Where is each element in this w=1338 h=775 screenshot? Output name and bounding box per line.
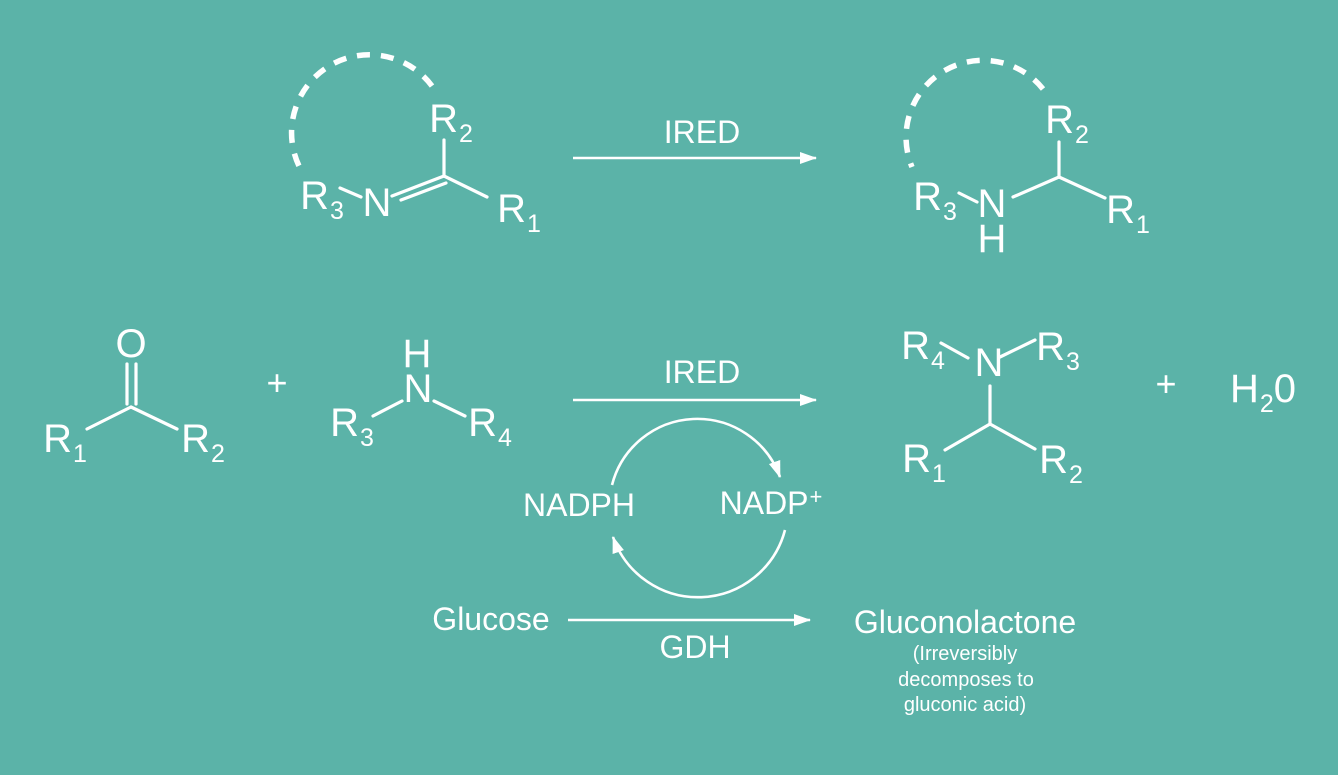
r-base: R — [1045, 98, 1074, 142]
imine-double-bond-inner — [399, 181, 448, 202]
cofactor-cycle-arcs — [610, 417, 787, 599]
product2-r1-label: R1 — [902, 437, 946, 487]
ketone-structure — [85, 362, 179, 431]
water-o: 0 — [1273, 367, 1297, 411]
substrate-r1-label: R1 — [497, 187, 541, 237]
gluconolactone-note-line1: (Irreversibly — [912, 643, 1018, 666]
nadp-to-nadph-arc — [611, 529, 787, 599]
r-subscript: 3 — [942, 198, 957, 226]
r-subscript: 1 — [1135, 211, 1150, 239]
imine-double-bond-outer — [390, 174, 446, 198]
c-r1-bond — [1057, 175, 1107, 200]
r-base: R — [181, 417, 210, 461]
mid-enzyme-label: IRED — [663, 354, 741, 390]
r-subscript: 1 — [72, 440, 87, 468]
plus-sign: + — [1155, 363, 1177, 404]
n-r4-bond — [432, 399, 467, 418]
top-enzyme-label: IRED — [663, 114, 741, 150]
ketone-o-label: O — [115, 322, 147, 366]
amine-r4-label: R4 — [468, 401, 512, 451]
nadp-base: NADP — [719, 485, 809, 521]
product2-r4-label: R4 — [901, 324, 945, 374]
c-r1-bond — [85, 405, 133, 431]
product2-r2-label: R2 — [1039, 438, 1083, 488]
ketone-r1-label: R1 — [43, 417, 87, 467]
gluconolactone-label: Gluconolactone — [853, 604, 1077, 640]
c-r1-bond — [943, 422, 992, 452]
ring-dashed-arc — [903, 57, 1046, 169]
r-base: R — [1036, 325, 1065, 369]
n-r3-bond — [338, 186, 363, 199]
product-n-label: N — [977, 182, 1007, 226]
amine-structure — [371, 399, 467, 418]
r-subscript: 1 — [931, 460, 946, 488]
r-base: R — [1039, 438, 1068, 482]
nadph-to-nadp-arc — [610, 417, 782, 486]
nadph-label: NADPH — [522, 487, 636, 523]
c-r2-bond — [129, 405, 179, 431]
water-subscript: 2 — [1259, 390, 1274, 418]
n-r3-bond — [371, 399, 404, 418]
r-base: R — [468, 401, 497, 445]
r-base: R — [901, 324, 930, 368]
r-base: R — [1106, 188, 1135, 232]
ketone-r2-label: R2 — [181, 417, 225, 467]
product-r3-label: R3 — [913, 175, 957, 225]
glucose-label: Glucose — [432, 601, 550, 637]
r-base: R — [330, 401, 359, 445]
product2-n-label: N — [974, 341, 1004, 385]
r-subscript: 3 — [359, 424, 374, 452]
r-subscript: 2 — [1074, 121, 1089, 149]
water-label: H20 — [1229, 367, 1297, 417]
n-r3-bond — [957, 191, 979, 204]
cyclic-amine-product — [903, 57, 1107, 204]
nadp-superscript-plus: + — [809, 484, 823, 509]
r-base: R — [429, 97, 458, 141]
water-h: H — [1229, 367, 1259, 411]
c-r2-bond — [988, 422, 1037, 451]
r-base: R — [43, 417, 72, 461]
gluconolactone-note-line3: gluconic acid) — [903, 694, 1027, 717]
amine-h-label: H — [402, 332, 432, 376]
tertiary-amine-product — [939, 338, 1037, 452]
plus-sign: + — [266, 362, 288, 403]
r-subscript: 3 — [1065, 348, 1080, 376]
n-r3-bond — [998, 338, 1037, 359]
r-subscript: 1 — [526, 210, 541, 238]
r-subscript: 2 — [210, 440, 225, 468]
substrate-r3-label: R3 — [300, 174, 344, 224]
r4-n-bond — [939, 341, 970, 360]
r-subscript: 2 — [1068, 461, 1083, 489]
r-subscript: 2 — [458, 120, 473, 148]
nadp-label: NADP+ — [719, 484, 823, 521]
r-base: R — [300, 174, 329, 218]
r-subscript: 4 — [930, 347, 945, 375]
product-r2-label: R2 — [1045, 98, 1089, 148]
amine-n-label: N — [403, 367, 433, 411]
substrate-n-label: N — [362, 181, 392, 225]
amine-r3-label: R3 — [330, 401, 374, 451]
substrate-r2-label: R2 — [429, 97, 473, 147]
r-subscript: 3 — [329, 197, 344, 225]
gdh-label: GDH — [659, 629, 731, 665]
r-base: R — [913, 175, 942, 219]
product2-r3-label: R3 — [1036, 325, 1080, 375]
ring-dashed-arc — [288, 51, 435, 168]
product-r1-label: R1 — [1106, 188, 1150, 238]
c-r1-bond — [442, 174, 489, 199]
r-base: R — [497, 187, 526, 231]
product-nh-label: H — [977, 217, 1007, 261]
c-n-bond — [1011, 175, 1061, 199]
r-base: R — [902, 437, 931, 481]
r-subscript: 4 — [497, 424, 512, 452]
gluconolactone-note-line2: decomposes to — [898, 669, 1034, 692]
cyclic-imine-substrate — [288, 51, 489, 202]
